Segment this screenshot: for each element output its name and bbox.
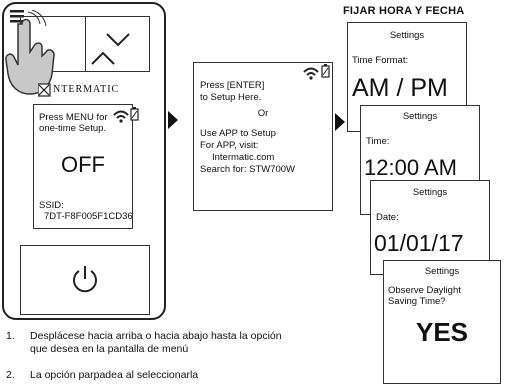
device-screen: [33, 104, 133, 229]
setup-line-2: to Setup Here.: [200, 92, 262, 103]
menu-icon[interactable]: [8, 8, 32, 26]
settings-title: Settings: [424, 266, 460, 277]
settings-screen-dst: [383, 260, 501, 384]
down-arrow-button[interactable]: [103, 30, 133, 50]
settings-label: Time Format:: [352, 55, 409, 66]
step-text: Desplácese hacia arriba o hacia abajo ha…: [30, 330, 282, 342]
settings-value: YES: [415, 317, 469, 347]
step-number: 2.: [6, 369, 15, 381]
wifi-icon: [303, 67, 319, 80]
arrow-right-icon: [335, 113, 345, 131]
settings-value: 01/01/17: [374, 230, 464, 256]
settings-title: Settings: [402, 111, 438, 122]
settings-label: Observe Daylight Saving Time?: [388, 285, 461, 307]
ssid-value: 7DT-F8F005F1CD36: [44, 211, 133, 222]
settings-title: Settings: [389, 30, 425, 41]
intermatic-logo: NTERMATIC: [38, 83, 132, 97]
setup-or: Or: [257, 108, 269, 119]
power-status: OFF: [61, 152, 105, 177]
settings-label: Time:: [366, 136, 390, 147]
power-button[interactable]: [70, 263, 100, 295]
setup-line-3: Use APP to Setup: [200, 128, 276, 139]
battery-icon: [130, 107, 139, 121]
step-text: La opción parpadea al seleccionarla: [30, 369, 199, 381]
settings-value: AM / PM: [352, 74, 448, 102]
page-title: FIJAR HORA Y FECHA: [343, 5, 465, 17]
settings-title: Settings: [412, 187, 448, 198]
battery-icon: [321, 64, 330, 78]
setup-line-5: Intermatic.com: [212, 152, 275, 163]
up-arrow-button[interactable]: [88, 48, 118, 68]
brand-name: NTERMATIC: [53, 84, 120, 95]
setup-screen: [193, 62, 333, 211]
setup-line-1: Press [ENTER]: [200, 80, 265, 91]
setup-line-4: For APP, visit:: [200, 140, 259, 151]
ssid-label: SSID:: [39, 200, 64, 211]
settings-screen-date: [370, 180, 490, 275]
setup-line-6: Search for: STW700W: [200, 164, 296, 175]
settings-value: 12:00 AM: [364, 155, 457, 180]
screen-line-2: one-time Setup.: [39, 123, 107, 134]
step-text: que desea en la pantalla de menú: [30, 343, 189, 355]
settings-label: Date:: [376, 212, 399, 223]
hand-pointer-icon: [5, 10, 55, 95]
wifi-icon: [113, 110, 129, 123]
button-divider: [85, 16, 86, 72]
intermatic-logo-mark: [38, 83, 51, 97]
step-number: 1.: [6, 330, 15, 342]
power-button-panel: [20, 245, 150, 315]
arrow-right-icon: [168, 111, 178, 129]
screen-line-1: Press MENU for: [39, 112, 108, 123]
